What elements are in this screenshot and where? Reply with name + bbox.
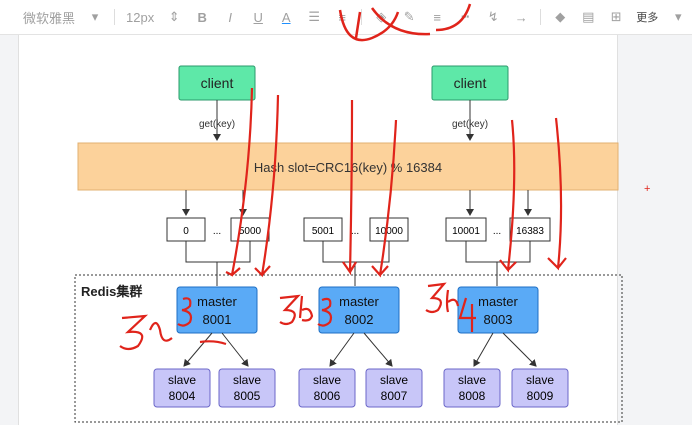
toolbar-divider bbox=[540, 9, 542, 25]
slave-port: 8009 bbox=[527, 389, 554, 403]
master-port: 8001 bbox=[203, 312, 232, 327]
slot-connector bbox=[465, 241, 531, 286]
arrow-style-icon[interactable]: → bbox=[514, 9, 528, 25]
slot-start: 10001 bbox=[452, 226, 480, 237]
slave-port: 8007 bbox=[381, 389, 408, 403]
get-key-label: get(key) bbox=[199, 119, 235, 130]
master-node-8003[interactable]: master 8003 bbox=[457, 286, 539, 334]
slot-range-2[interactable]: 5001 ... 10000 bbox=[303, 217, 409, 242]
slave-label: slave bbox=[313, 373, 341, 387]
slot-end: 5000 bbox=[239, 226, 262, 237]
slave-label: slave bbox=[233, 373, 261, 387]
slave-port: 8006 bbox=[314, 389, 341, 403]
master-label: master bbox=[339, 294, 379, 309]
slave-label: slave bbox=[380, 373, 408, 387]
redis-cluster-border bbox=[74, 274, 623, 423]
master-port: 8003 bbox=[484, 312, 513, 327]
toolbar-divider bbox=[114, 9, 116, 25]
line-width-icon[interactable]: ≡ bbox=[433, 9, 442, 25]
chevron-down-icon[interactable]: ▾ bbox=[674, 9, 682, 24]
master-label: master bbox=[478, 294, 518, 309]
master-node-8001[interactable]: master 8001 bbox=[176, 286, 258, 334]
line-color-icon[interactable]: ✎ bbox=[403, 9, 415, 24]
font-family-select[interactable]: 微软雅黑 bbox=[23, 10, 76, 26]
slot-start: 5001 bbox=[312, 226, 335, 237]
handwritten-scribble bbox=[338, 3, 472, 42]
replication-arrows bbox=[183, 332, 537, 367]
slave-port: 8004 bbox=[169, 389, 196, 403]
slave-node-8004[interactable]: slave 8004 bbox=[153, 368, 211, 408]
client-label: client bbox=[201, 75, 234, 91]
italic-button[interactable]: I bbox=[228, 9, 233, 25]
slot-range-1[interactable]: 0 ... 5000 bbox=[166, 217, 270, 242]
slave-port: 8008 bbox=[459, 389, 486, 403]
slot-end: 16383 bbox=[516, 226, 544, 237]
text-color-button[interactable]: A bbox=[281, 9, 291, 25]
toolbar-divider bbox=[361, 9, 363, 25]
slave-node-8009[interactable]: slave 8009 bbox=[511, 368, 569, 408]
client-label: client bbox=[454, 75, 487, 91]
more-menu-button[interactable]: 更多 bbox=[636, 12, 659, 24]
underline-button[interactable]: U bbox=[253, 9, 263, 25]
slot-end: 10000 bbox=[375, 226, 403, 237]
slave-node-8008[interactable]: slave 8008 bbox=[443, 368, 501, 408]
line-height-icon[interactable]: ☰ bbox=[308, 9, 321, 24]
slave-node-8006[interactable]: slave 8006 bbox=[298, 368, 356, 408]
bold-button[interactable]: B bbox=[197, 9, 207, 25]
group-icon[interactable]: ⊞ bbox=[610, 9, 622, 24]
slot-start: 0 bbox=[183, 226, 189, 237]
fill-color-icon[interactable]: ◈ bbox=[376, 9, 387, 24]
cluster-label: Redis集群 bbox=[81, 284, 142, 299]
layer-icon[interactable]: ◆ bbox=[555, 9, 566, 24]
slave-port: 8005 bbox=[234, 389, 261, 403]
plus-marker: + bbox=[644, 183, 650, 195]
master-node-8002[interactable]: master 8002 bbox=[318, 286, 400, 334]
client-node-1[interactable]: client bbox=[178, 65, 256, 101]
hash-slot-label: Hash slot=CRC16(key) % 16384 bbox=[254, 160, 442, 175]
arrange-icon[interactable]: ▤ bbox=[582, 9, 595, 24]
master-label: master bbox=[197, 294, 237, 309]
font-size-select[interactable]: 12px bbox=[126, 9, 155, 25]
slave-node-8007[interactable]: slave 8007 bbox=[365, 368, 423, 408]
slot-dots: ... bbox=[493, 226, 501, 237]
master-port: 8002 bbox=[345, 312, 374, 327]
client-node-2[interactable]: client bbox=[431, 65, 509, 101]
slave-label: slave bbox=[526, 373, 554, 387]
slave-node-8005[interactable]: slave 8005 bbox=[218, 368, 276, 408]
chevron-down-icon[interactable]: ▾ bbox=[91, 9, 99, 24]
get-key-label: get(key) bbox=[452, 119, 488, 130]
slot-dots: ... bbox=[351, 226, 359, 237]
handwritten-annotations bbox=[119, 87, 567, 351]
hash-slot-bar[interactable]: Hash slot=CRC16(key) % 16384 bbox=[77, 142, 619, 191]
slot-connector bbox=[185, 241, 251, 286]
slave-label: slave bbox=[168, 373, 196, 387]
slot-range-3[interactable]: 10001 ... 16383 bbox=[445, 217, 551, 242]
connector-icon[interactable]: ↯ bbox=[487, 9, 499, 24]
slave-label: slave bbox=[458, 373, 486, 387]
slot-dots: ... bbox=[213, 226, 221, 237]
stepper-icon[interactable]: ⇕ bbox=[168, 9, 180, 24]
